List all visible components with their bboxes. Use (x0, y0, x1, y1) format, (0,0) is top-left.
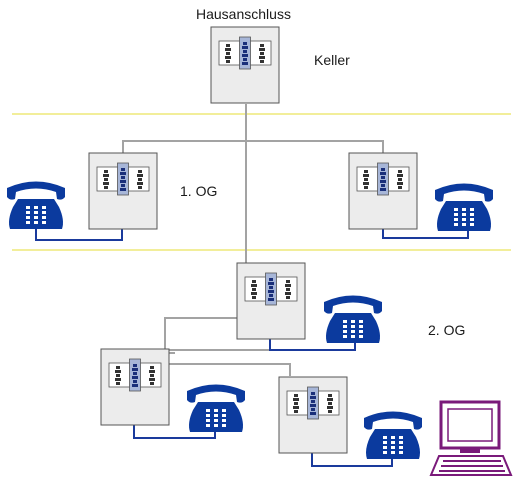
telephone-icon (187, 384, 245, 432)
telephone-icon (364, 411, 422, 459)
socket-second-floor-left (100, 348, 170, 426)
socket-first-floor-right (348, 152, 418, 230)
socket-house-connection (210, 26, 280, 104)
telephone-icon (435, 183, 493, 231)
socket-second-floor-top (236, 262, 306, 340)
first-floor-label: 1. OG (180, 183, 218, 199)
house-connection-label: Hausanschluss (196, 6, 291, 22)
telephone-icon (324, 295, 382, 343)
socket-second-floor-right (278, 376, 348, 454)
telephone-icon (7, 181, 65, 229)
computer-icon (429, 400, 513, 476)
gray-cabling (122, 104, 384, 376)
cellar-label: Keller (314, 52, 350, 68)
socket-first-floor-left (88, 152, 158, 230)
second-floor-label: 2. OG (428, 322, 466, 338)
